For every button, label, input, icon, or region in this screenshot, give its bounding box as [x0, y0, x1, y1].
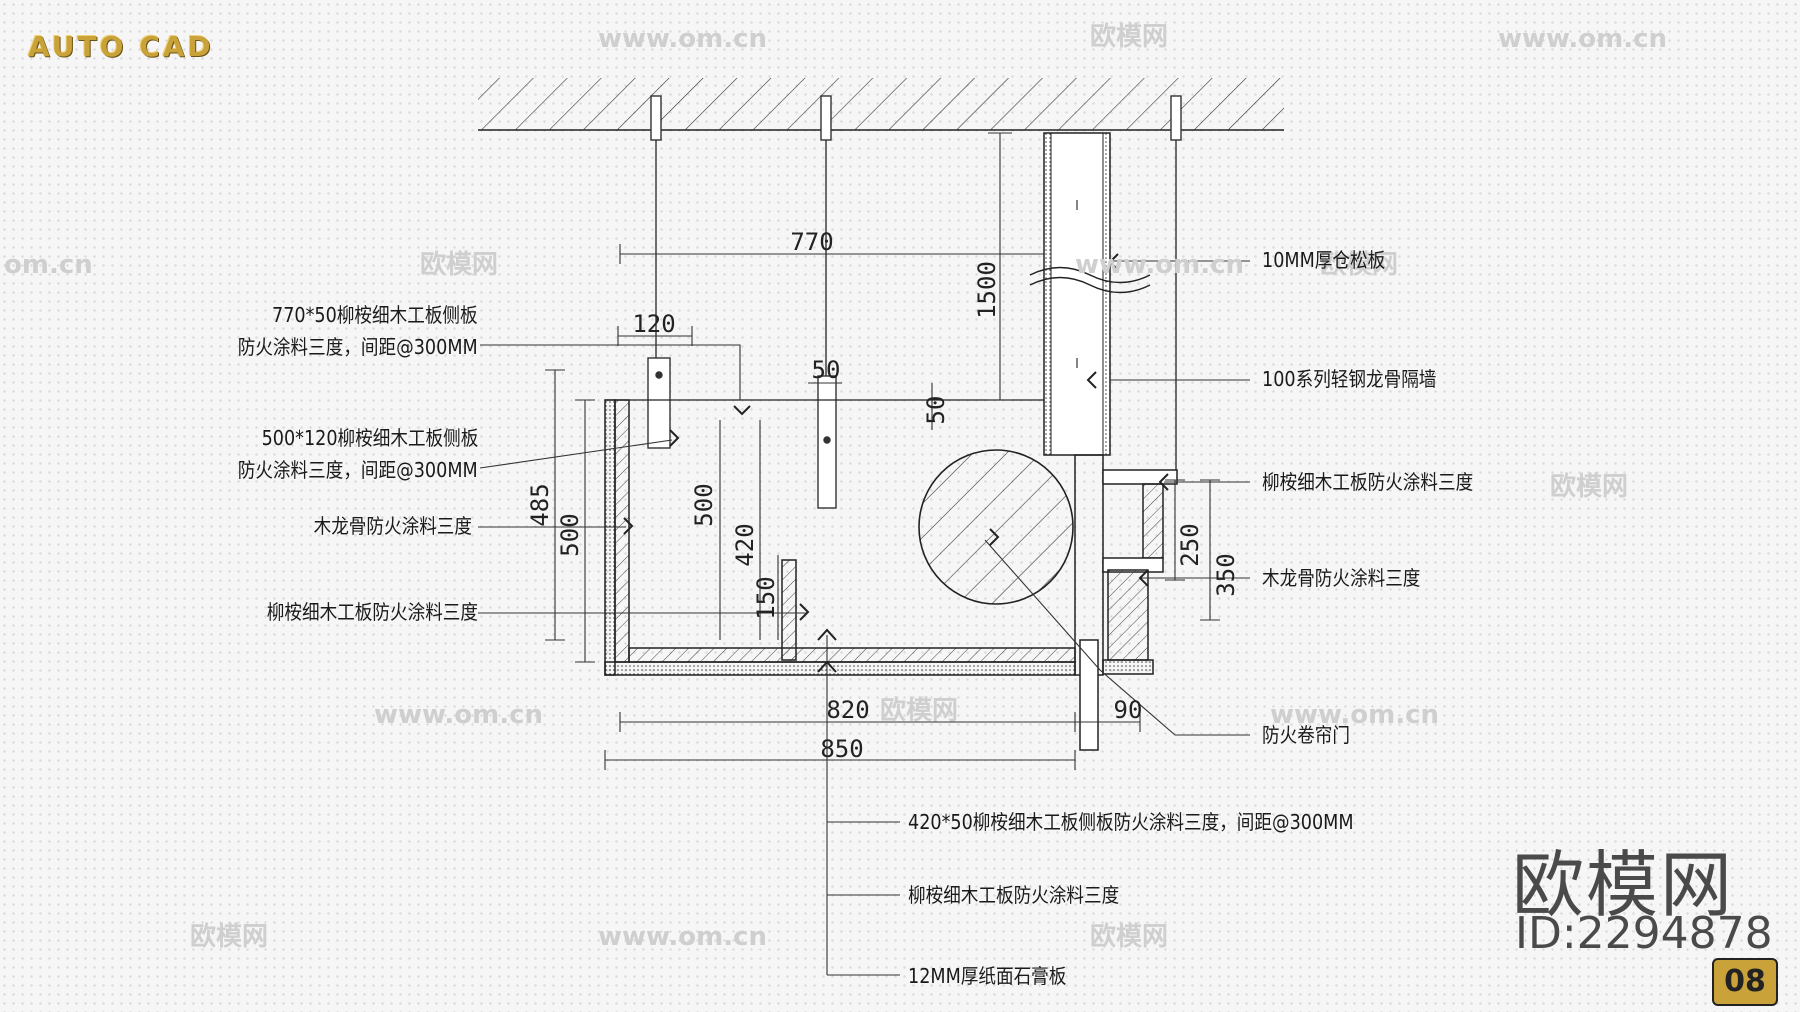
watermark-site: 欧模网 [190, 922, 269, 952]
watermark-url-short: om.cn [4, 250, 93, 280]
dim-50-side: 50 [922, 396, 950, 425]
dim-150: 150 [752, 576, 780, 619]
watermark-site: 欧模网 [1090, 22, 1169, 52]
label-side-panel-500-line2: 防火涂料三度，间距@300MM [238, 458, 478, 482]
label-side-panel-500-line1: 500*120柳桉细木工板侧板 [261, 426, 478, 450]
watermark-url: www.om.cn [1498, 24, 1668, 54]
page-number-badge: 08 [1712, 958, 1778, 1006]
label-wood-keel-left: 木龙骨防火涂料三度 [313, 514, 472, 538]
watermark-site-large: 欧模网 [1512, 843, 1735, 927]
hanger-rods [647, 95, 1182, 509]
duct-section [918, 449, 1074, 605]
fire-shutter-box [1102, 469, 1178, 675]
dim-500-inner: 500 [690, 483, 718, 526]
autocad-logo: AUTO CAD [28, 30, 214, 63]
label-plywood-left: 柳桉细木工板防火涂料三度 [266, 600, 478, 624]
label-plywood-right: 柳桉细木工板防火涂料三度 [1262, 470, 1474, 494]
ceiling-slab [478, 78, 1284, 131]
dim-820: 820 [826, 696, 869, 724]
leader-arrows [623, 253, 1169, 673]
label-side-panel-420: 420*50柳桉细木工板侧板防火涂料三度，间距@300MM [908, 810, 1354, 834]
label-gypsum-board: 12MM厚纸面石膏板 [908, 964, 1067, 988]
dim-770: 770 [790, 228, 833, 256]
watermark-url: www.om.cn [598, 24, 768, 54]
watermark-site: 欧模网 [880, 696, 959, 726]
dim-850: 850 [820, 735, 863, 763]
watermark-id: ID:2294878 [1515, 908, 1773, 959]
dimension-lines [545, 132, 1220, 770]
watermark-site: 欧模网 [420, 250, 499, 280]
dim-120: 120 [632, 310, 675, 338]
dim-1500: 1500 [973, 261, 1001, 319]
label-pine-board: 10MM厚仓松板 [1262, 248, 1386, 272]
watermark-url: www.om.cn [1270, 700, 1440, 730]
label-plywood-bottom: 柳桉细木工板防火涂料三度 [908, 883, 1120, 907]
watermark-site: 欧模网 [1090, 922, 1169, 952]
watermark-site: 欧模网 [1550, 472, 1629, 502]
watermark-url: www.om.cn [598, 922, 768, 952]
dimension-texts: 770 120 50 50 1500 485 500 500 420 150 8… [526, 228, 1240, 763]
dim-250: 250 [1176, 523, 1204, 566]
dim-350: 350 [1212, 553, 1240, 596]
dim-420: 420 [731, 523, 759, 566]
watermark-url: www.om.cn [374, 700, 544, 730]
label-side-panel-770-line1: 770*50柳桉细木工板侧板 [272, 303, 478, 327]
label-steel-stud-wall: 100系列轻钢龙骨隔墙 [1262, 367, 1437, 391]
watermark-site: 欧模网 [1320, 250, 1399, 280]
dim-90: 90 [1114, 696, 1143, 724]
label-side-panel-770-line2: 防火涂料三度，间距@300MM [238, 335, 478, 359]
dim-485: 485 [526, 483, 554, 526]
partition-wall [1029, 132, 1151, 456]
dim-50-top: 50 [812, 356, 841, 384]
leader-lines [478, 260, 1250, 976]
enclosure-box [604, 399, 1104, 751]
watermark-url: www.om.cn [1075, 250, 1245, 280]
dim-500-left: 500 [556, 513, 584, 556]
label-fire-shutter: 防火卷帘门 [1262, 723, 1350, 747]
label-wood-keel-right: 木龙骨防火涂料三度 [1262, 566, 1421, 590]
